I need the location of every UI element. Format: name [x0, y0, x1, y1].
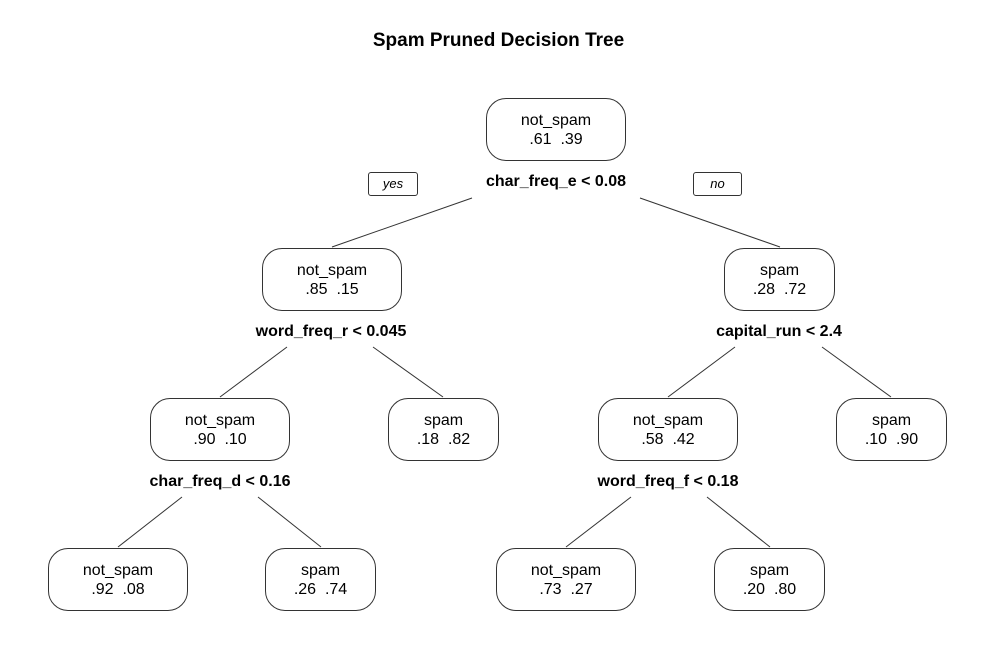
node-probabilities: .73 .27 [539, 580, 593, 598]
edge-n3-n6 [667, 346, 736, 398]
node-probabilities: .92 .08 [91, 580, 145, 598]
edge-n1-n3 [639, 197, 781, 248]
node-probabilities: .61 .39 [529, 130, 583, 148]
tree-leaf-4: spam .20 .80 [714, 548, 825, 611]
tree-node-right-right: spam .10 .90 [836, 398, 947, 461]
node-probabilities: .20 .80 [742, 580, 797, 598]
edge-n2-n5 [372, 346, 444, 398]
node-class-label: not_spam [184, 411, 256, 429]
edge-n6-n10 [565, 496, 632, 548]
edge-n6-n11 [706, 496, 771, 548]
split-rule-left: word_freq_r < 0.045 [255, 323, 407, 340]
edge-n4-n8 [117, 496, 183, 548]
edge-n3-n7 [821, 346, 892, 398]
edge-n1-n2 [331, 197, 473, 248]
split-rule-right: capital_run < 2.4 [716, 323, 842, 340]
diagram-title: Spam Pruned Decision Tree [372, 30, 625, 51]
node-class-label: spam [749, 561, 790, 579]
tree-leaf-1: not_spam .92 .08 [48, 548, 188, 611]
tree-node-left: not_spam .85 .15 [262, 248, 402, 311]
node-class-label: spam [871, 411, 912, 429]
node-probabilities: .58 .42 [641, 430, 695, 448]
node-class-label: spam [759, 261, 800, 279]
tree-node-left-right: spam .18 .82 [388, 398, 499, 461]
node-class-label: not_spam [296, 261, 368, 279]
node-probabilities: .85 .15 [305, 280, 359, 298]
edge-n4-n9 [257, 496, 322, 548]
node-class-label: not_spam [82, 561, 154, 579]
node-probabilities: .18 .82 [416, 430, 471, 448]
tree-node-right: spam .28 .72 [724, 248, 835, 311]
tree-leaf-3: not_spam .73 .27 [496, 548, 636, 611]
tree-node-root: not_spam .61 .39 [486, 98, 626, 161]
node-class-label: not_spam [520, 111, 592, 129]
node-probabilities: .90 .10 [193, 430, 247, 448]
node-class-label: not_spam [632, 411, 704, 429]
node-probabilities: .10 .90 [864, 430, 919, 448]
tree-node-left-left: not_spam .90 .10 [150, 398, 290, 461]
tree-node-right-left: not_spam .58 .42 [598, 398, 738, 461]
branch-tag-no: no [693, 172, 742, 196]
node-class-label: spam [300, 561, 341, 579]
edge-n2-n4 [219, 346, 288, 398]
node-probabilities: .26 .74 [293, 580, 348, 598]
tree-leaf-2: spam .26 .74 [265, 548, 376, 611]
node-class-label: not_spam [530, 561, 602, 579]
split-rule-root: char_freq_e < 0.08 [485, 173, 627, 190]
branch-tag-yes: yes [368, 172, 418, 196]
split-rule-right-left: word_freq_f < 0.18 [597, 473, 739, 490]
node-class-label: spam [423, 411, 464, 429]
split-rule-left-left: char_freq_d < 0.16 [149, 473, 291, 490]
node-probabilities: .28 .72 [752, 280, 807, 298]
